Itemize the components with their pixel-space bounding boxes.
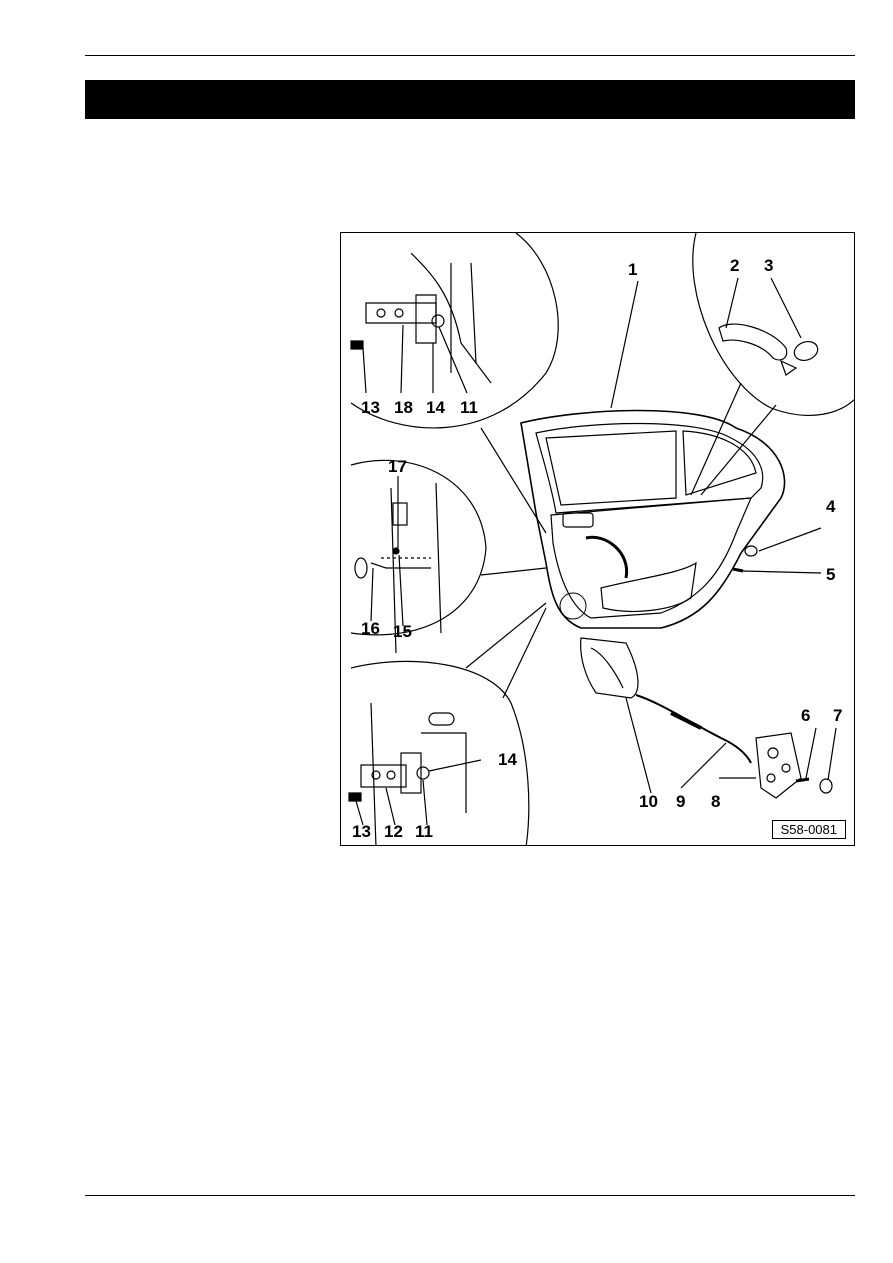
callout-14-lower: 14	[498, 750, 517, 769]
handle-detail-outline	[692, 233, 854, 416]
door-assembly-illustration	[348, 233, 854, 845]
lower-hinge-detail-outline	[350, 660, 530, 845]
exploded-view-figure: 1 2 3 4 5 6 7 8 9 10 13 18 14 11 17 16 1…	[340, 232, 855, 846]
bowden-cable	[635, 694, 752, 764]
exterior-handle	[718, 323, 788, 361]
callout-3: 3	[764, 256, 774, 275]
callout-13-upper: 13	[361, 398, 380, 417]
figure-code-label: S58-0081	[771, 820, 846, 839]
speaker-grille	[559, 592, 587, 620]
door-trim-panel	[550, 497, 752, 619]
header-rule	[85, 55, 855, 56]
check-strap-detail-outline	[350, 459, 487, 636]
callout-11-upper: 11	[460, 398, 478, 417]
callout-15: 15	[393, 622, 412, 641]
callout-10: 10	[639, 792, 658, 811]
footer-rule	[85, 1195, 855, 1196]
callout-14-upper: 14	[426, 398, 445, 417]
callout-8: 8	[711, 792, 721, 811]
callout-5: 5	[826, 565, 836, 584]
interior-handle	[580, 637, 639, 699]
door-window-frame	[535, 422, 764, 514]
callout-1: 1	[628, 260, 638, 279]
callout-6: 6	[801, 706, 811, 725]
section-title-bar	[85, 80, 855, 119]
callout-17: 17	[388, 457, 407, 476]
door-shell	[520, 409, 786, 629]
lock-cylinder-cap	[793, 340, 819, 362]
callout-16: 16	[361, 619, 380, 638]
callout-7: 7	[833, 706, 843, 725]
callout-18: 18	[394, 398, 413, 417]
callout-11-lower: 11	[415, 822, 433, 841]
callout-4: 4	[826, 497, 836, 516]
callout-9: 9	[676, 792, 686, 811]
door-lock	[755, 732, 802, 799]
callout-13-lower: 13	[352, 822, 371, 841]
callout-2: 2	[730, 256, 740, 275]
callout-12: 12	[384, 822, 403, 841]
upper-hinge-detail-outline	[350, 233, 559, 429]
